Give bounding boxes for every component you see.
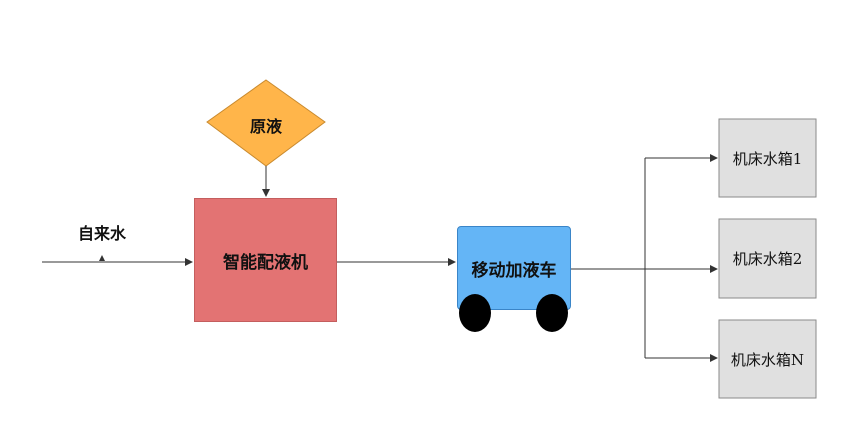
tank-1-label: 机床水箱1 <box>732 149 803 168</box>
cart-right-wheel <box>536 294 568 332</box>
mixer-label: 智能配液机 <box>223 252 308 273</box>
tap-water-label: 自来水 <box>78 224 127 243</box>
raw-liquid-label: 原液 <box>249 117 282 136</box>
tank-1-box <box>718 118 817 198</box>
tap-water-marker <box>99 255 105 261</box>
tank-2-label: 机床水箱2 <box>732 250 803 268</box>
cart-label: 移动加液车 <box>471 260 557 281</box>
mixer-box: 智能配液机 <box>194 198 337 322</box>
cart-left-wheel <box>459 294 491 332</box>
tank-N-label: 机床水箱N <box>730 350 805 369</box>
tank-N-box <box>718 319 817 399</box>
tank-2-box <box>718 218 817 299</box>
